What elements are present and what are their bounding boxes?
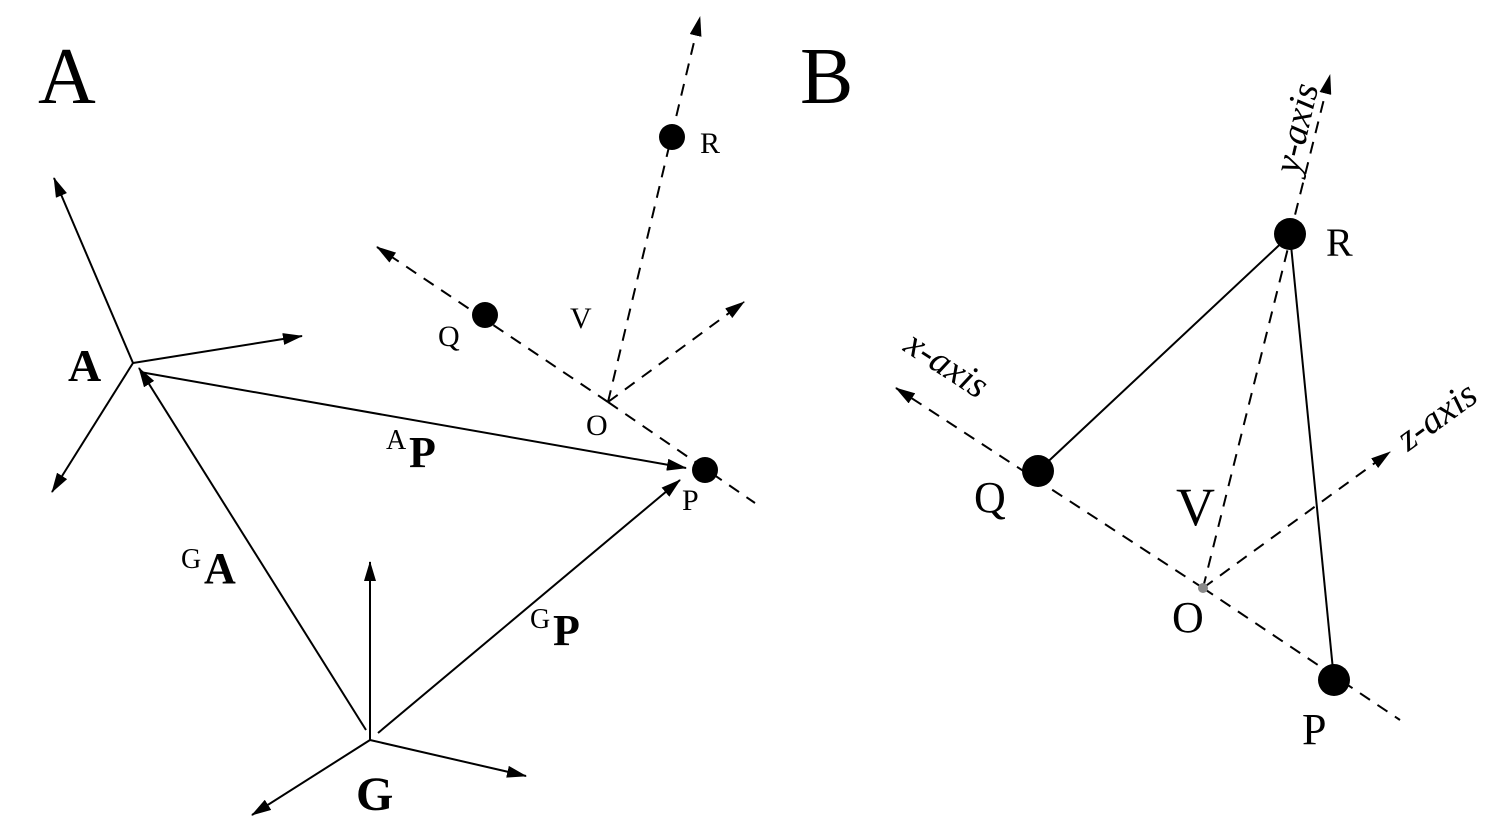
x-axis-arrow — [895, 387, 1204, 589]
frame-a-axes — [51, 177, 303, 493]
z-axis-arrow — [1202, 451, 1391, 589]
panel-a: A A G G A A P G P — [38, 16, 756, 821]
vector-ga-arrow — [138, 367, 367, 731]
frame-g-axis-down-arrow — [251, 739, 371, 816]
x-axis-label: x-axis — [896, 322, 996, 407]
panel-a-label: A — [38, 33, 96, 121]
v-dashed-line — [1202, 239, 1291, 589]
frame-g-axes — [251, 561, 527, 816]
panel-b-label: B — [800, 33, 853, 121]
point-o-a-label: O — [586, 409, 608, 442]
panel-b: B R Q O P V y-axis x-axis z-axis — [800, 33, 1485, 754]
point-p-b — [1318, 664, 1350, 696]
frame-g-axis-right-arrow — [369, 739, 527, 778]
point-q-a — [472, 302, 498, 328]
z-axis-label: z-axis — [1388, 373, 1485, 460]
point-q-a-label: Q — [438, 320, 460, 353]
point-r-a — [659, 124, 685, 150]
plane-v-b-label: V — [1176, 477, 1215, 537]
point-p-a-label: P — [682, 484, 699, 517]
svg-text:A: A — [204, 544, 236, 593]
frame-a-label: A — [68, 340, 101, 391]
point-p-a — [692, 457, 718, 483]
vector-gp-label: G P — [530, 604, 580, 655]
frame-a-axis-up-arrow — [53, 177, 134, 364]
origin-dot — [1198, 583, 1208, 593]
object-axis-y-arrow — [607, 16, 702, 403]
object-axis-z-arrow — [607, 301, 745, 403]
y-axis-label: y-axis — [1265, 79, 1327, 181]
frame-g-label: G — [356, 768, 393, 821]
plane-v-a-label: V — [570, 302, 592, 335]
point-o-b-label: O — [1172, 593, 1204, 642]
svg-text:G: G — [530, 604, 550, 635]
object-axis-x-arrow — [376, 246, 609, 403]
point-r-b — [1274, 218, 1306, 250]
svg-text:G: G — [181, 544, 201, 575]
point-r-a-label: R — [700, 127, 720, 160]
vector-gp-arrow — [377, 479, 681, 734]
point-p-b-label: P — [1302, 705, 1326, 754]
y-axis-arrow — [1289, 74, 1332, 236]
edge-rp — [1289, 234, 1335, 681]
x-axis-neg — [1202, 587, 1401, 721]
point-q-b — [1022, 455, 1054, 487]
vector-ga-label: G A — [181, 544, 236, 593]
svg-text:P: P — [409, 428, 436, 477]
svg-text:A: A — [386, 425, 407, 456]
point-r-b-label: R — [1326, 220, 1353, 265]
frame-a-axis-down-arrow — [51, 362, 134, 493]
object-frame-a — [376, 16, 756, 504]
object-axis-x-neg — [607, 401, 756, 504]
edge-qr — [1037, 234, 1291, 472]
svg-text:P: P — [553, 606, 580, 655]
frame-a-axis-right-arrow — [132, 333, 303, 364]
vector-ap-label: A P — [386, 425, 436, 477]
point-q-b-label: Q — [974, 473, 1006, 522]
vector-ap-arrow — [139, 371, 687, 471]
